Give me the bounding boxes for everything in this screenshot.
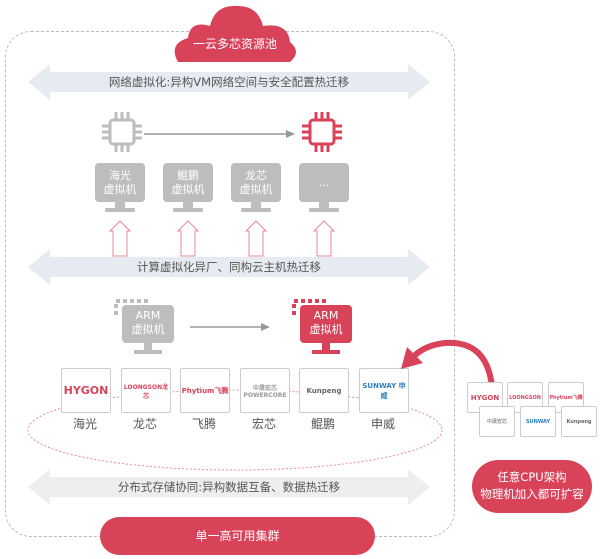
cluster-ellipse: [27, 389, 443, 471]
cpu-migration: [102, 112, 342, 152]
vendor-logo-loongson: LOONGSON龙芯: [121, 368, 171, 413]
side-logo: Kunpeng: [561, 406, 597, 437]
vendor-label: 鲲鹏: [310, 417, 335, 431]
gray-cpu-icon: [102, 112, 142, 152]
vendor-logo-powercore: 中晟宏芯 POWERCORE: [240, 368, 290, 413]
vm-monitor-more: ...: [299, 163, 349, 212]
arm-migration: [114, 299, 352, 354]
curved-arrow-icon: [401, 339, 495, 388]
storage-band-label: 分布式存储协同:异构数据互备、数据热迁移: [117, 480, 341, 494]
vendor-label: 申威: [370, 417, 395, 431]
up-arrow-icon: [312, 220, 336, 257]
side-logo: SUNWAY: [520, 406, 556, 437]
vendor-logo-kunpeng: Kunpeng: [299, 368, 349, 413]
up-arrow-icon: [244, 220, 268, 257]
vendor-logo-phytium: Phytium飞腾: [180, 368, 230, 413]
up-arrow-icon: [176, 220, 200, 257]
compute-band-label: 计算虚拟化异厂、同构云主机热迁移: [137, 260, 321, 274]
vendor-label: 飞腾: [191, 417, 216, 431]
storage-band-arrow: [28, 469, 430, 505]
cloud-icon: [174, 5, 296, 62]
vendor-label: 龙芯: [132, 417, 157, 431]
cluster-pill: 单一高可用集群: [100, 517, 375, 555]
side-logo: 中晟宏芯: [479, 406, 515, 437]
red-cpu-icon: [302, 112, 342, 152]
vm-monitor-loongson: 龙芯虚拟机: [231, 163, 281, 212]
compute-band-arrow: [28, 249, 430, 285]
network-band-arrow: [28, 64, 430, 100]
vendor-logo-sunway: SUNWAY 申威: [359, 368, 409, 413]
vendor-label: 海光: [72, 417, 97, 431]
up-arrow-icon: [108, 220, 132, 257]
up-arrows: [108, 220, 336, 257]
vm-monitor-hygon: 海光虚拟机: [95, 163, 145, 212]
vendor-label: 宏芯: [251, 417, 276, 431]
vendor-logo-hygon: HYGON: [61, 368, 111, 413]
vm-monitor-kunpeng: 鲲鹏虚拟机: [163, 163, 213, 212]
cloud-title: 一云多芯资源池: [192, 37, 277, 51]
network-band-label: 网络虚拟化:异构VM网络空间与安全配置热迁移: [108, 75, 350, 89]
expand-pill: 任意CPU架构物理机加入都可扩容: [472, 460, 592, 513]
